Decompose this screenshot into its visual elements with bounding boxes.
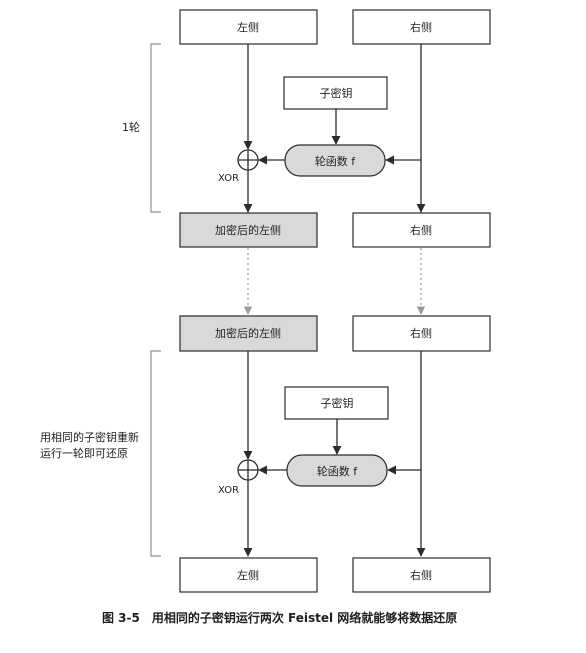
round-2: 加密后的左侧 右侧 子密钥 轮函数 f XOR 左侧 右侧 用相同的子密钥重新 … [40,315,491,593]
left-output-label: 左侧 [237,569,259,582]
round-2-label-line-1: 用相同的子密钥重新 [40,430,139,444]
xor-icon [237,149,259,171]
left-input-label: 左侧 [237,21,259,34]
round-2-label-line-2: 运行一轮即可还原 [40,446,128,460]
right-input-label: 右侧 [410,20,432,34]
encrypted-left-label: 加密后的左侧 [215,223,281,237]
subkey-label-2: 子密钥 [321,396,354,410]
round-1-label: 1轮 [122,120,140,134]
right-output-label: 右侧 [410,223,432,237]
left-output-box [179,557,318,593]
right-output-box-2 [352,557,491,593]
right-input-box [352,9,491,45]
right-output-label-2: 右侧 [410,568,432,582]
xor-label: XOR [218,173,239,184]
xor-label-2: XOR [218,485,239,496]
figure-caption: 图 3-5 用相同的子密钥运行两次 Feistel 网络就能够将数据还原 [102,610,457,625]
encrypted-left-input-label: 加密后的左侧 [215,326,281,340]
xor-icon-2 [237,459,259,481]
encrypted-left-input-box [179,315,318,352]
round-1-bracket [150,43,161,213]
round-2-bracket [150,350,161,557]
round-function-label: 轮函数 f [315,154,356,168]
subkey-box-2 [284,386,389,420]
round-1: 左侧 右侧 子密钥 轮函数 f XOR 加密后的左侧 右侧 1轮 [122,9,491,248]
right-input-label-2: 右侧 [410,326,432,340]
subkey-label: 子密钥 [320,86,353,100]
left-input-box [179,9,318,45]
right-input-box-2 [352,315,491,352]
right-output-box [352,212,491,248]
round-function-label-2: 轮函数 f [317,464,358,478]
encrypted-left-box [179,212,318,248]
